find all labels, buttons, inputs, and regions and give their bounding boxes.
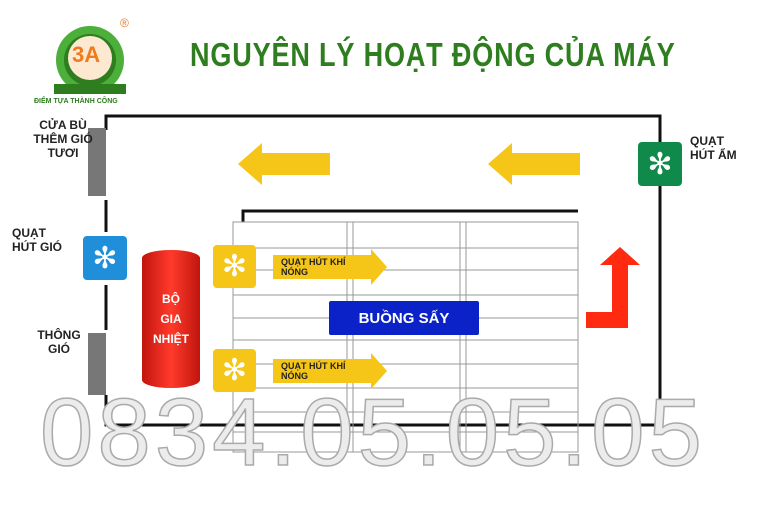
fan-icon: ✻: [221, 250, 248, 283]
logo-gear-icon: [54, 26, 126, 94]
drying-chamber-label: BUỒNG SẤY: [329, 301, 479, 335]
page-title: NGUYÊN LÝ HOẠT ĐỘNG CỦA MÁY: [190, 36, 676, 73]
heater-label: BỘ GIA NHIỆT: [153, 292, 189, 346]
intake-fan-label: QUẠT HÚT GIÓ: [12, 226, 62, 254]
hot-air-arrow-2: QUẠT HÚT KHÍ NÓNG: [273, 353, 387, 389]
heater: BỘ GIA NHIỆT: [142, 250, 200, 388]
fresh-air-vent-label: CỬA BÙ THÊM GIÓ TƯƠI: [33, 118, 93, 160]
hot-air-fan-1: ✻: [213, 245, 256, 288]
humidity-fan: ✻: [638, 142, 682, 186]
fan-icon: ✻: [647, 147, 673, 181]
humidity-fan-label: QUẠT HÚT ẨM: [690, 134, 737, 162]
company-logo: 3A ® ĐIỂM TỰA THÀNH CÔNG: [34, 16, 146, 108]
logo-text: 3A: [72, 42, 101, 67]
registered-mark: ®: [120, 16, 129, 30]
ventilation-label: THÔNG GIÓ: [37, 328, 81, 356]
phone-watermark: 0834.05.05.05: [39, 378, 706, 487]
vent-louvers-top: [88, 128, 106, 196]
fan-icon: ✻: [92, 241, 118, 275]
intake-fan: ✻: [83, 236, 127, 280]
vent-louvers-bottom: [88, 333, 106, 395]
logo-slogan: ĐIỂM TỰA THÀNH CÔNG: [34, 98, 118, 105]
hot-air-arrow-1: QUẠT HÚT KHÍ NÓNG: [273, 249, 387, 285]
flow-arrows: [238, 143, 580, 185]
fan-icon: ✻: [221, 354, 248, 387]
drying-racks: [232, 221, 579, 453]
hot-air-fan-2: ✻: [213, 349, 256, 392]
exhaust-arrow: [586, 247, 640, 328]
